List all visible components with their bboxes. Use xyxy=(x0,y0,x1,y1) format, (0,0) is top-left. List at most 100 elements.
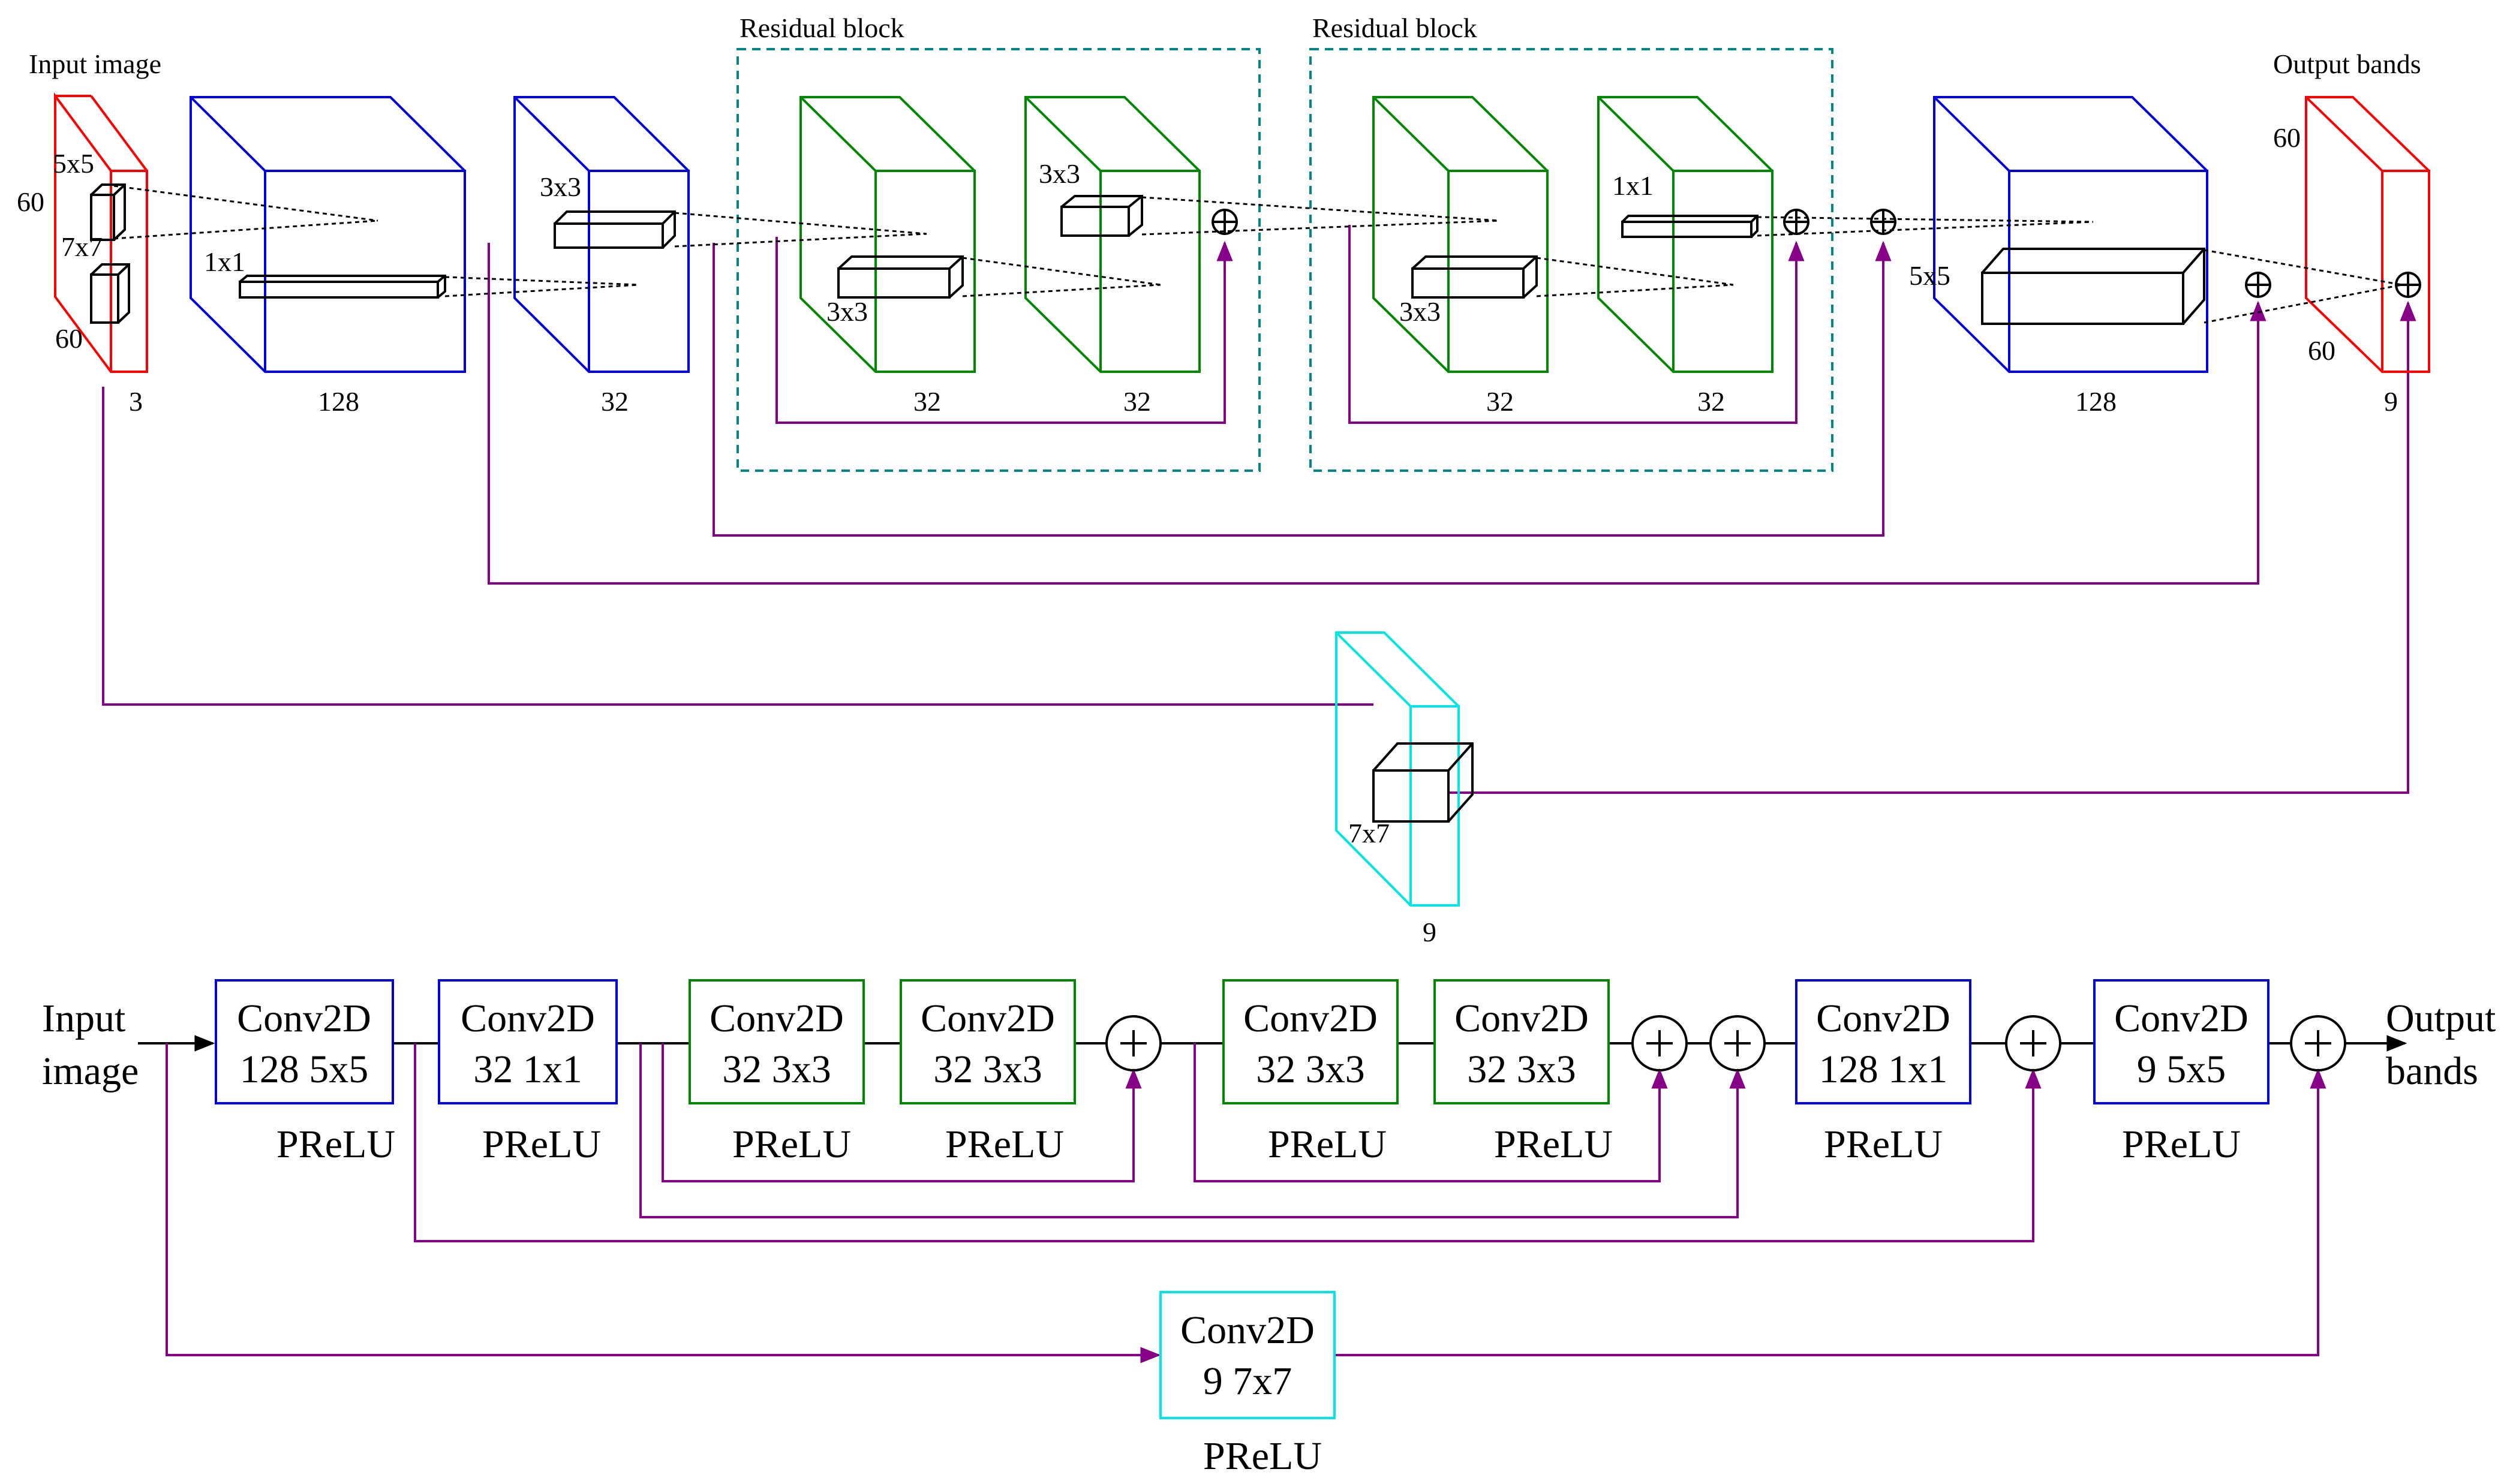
conv-block-8 xyxy=(2093,979,2269,1104)
input-width-label: 60 xyxy=(55,323,83,354)
bottom-flowchart xyxy=(138,979,2407,1419)
conv1-kernel-label: 1x1 xyxy=(204,246,245,277)
conv3-depth-label: 128 xyxy=(2075,386,2117,417)
res1-kernel-a-label: 3x3 xyxy=(826,296,868,327)
output-depth-label: 9 xyxy=(2384,386,2398,417)
conv-block-5 xyxy=(1222,979,1399,1104)
skip-volume xyxy=(1335,631,1460,907)
block-2-activation: PReLU xyxy=(482,1122,601,1166)
input-title: Input image xyxy=(29,49,161,79)
input-label-line2: image xyxy=(42,1049,139,1093)
block-5-line2: 32 3x3 xyxy=(1256,1047,1365,1091)
conv3-volume xyxy=(1933,96,2208,373)
block-3-line2: 32 3x3 xyxy=(722,1047,831,1091)
sum-node xyxy=(1212,209,1238,235)
residual-block-1-frame xyxy=(737,48,1261,472)
sum-node xyxy=(2245,272,2271,298)
conv1-volume xyxy=(190,96,466,373)
block-7-line1: Conv2D xyxy=(1816,997,1950,1040)
sum-node xyxy=(1870,209,1896,235)
output-volume xyxy=(2305,96,2430,373)
res1-volume-b xyxy=(1024,96,1201,373)
sum-node xyxy=(1105,1015,1162,1071)
conv1-depth-label: 128 xyxy=(318,386,359,417)
res1-kernel-b xyxy=(1060,195,1143,237)
res1-depth-a-label: 32 xyxy=(913,386,941,417)
receptive-field-lines xyxy=(113,185,2403,324)
sum-node xyxy=(2005,1015,2061,1071)
bottom-labels: Input image Output bands Conv2D 128 5x5 … xyxy=(42,997,2496,1478)
skip-depth-label: 9 xyxy=(1423,917,1436,947)
conv-block-6 xyxy=(1433,979,1610,1104)
skip-block-line2: 9 7x7 xyxy=(1203,1359,1292,1403)
res2-kernel-a-label: 3x3 xyxy=(1399,296,1441,327)
bottom-sum-nodes xyxy=(1105,1015,2346,1071)
output-label-line2: bands xyxy=(2386,1049,2478,1093)
block-2-line2: 32 1x1 xyxy=(473,1047,582,1091)
top-architecture xyxy=(54,48,2430,907)
block-4-activation: PReLU xyxy=(945,1122,1064,1166)
res1-depth-b-label: 32 xyxy=(1123,386,1151,417)
output-label-line1: Output xyxy=(2386,997,2496,1040)
block-3-activation: PReLU xyxy=(732,1122,851,1166)
conv-block-skip xyxy=(1159,1291,1336,1419)
output-title: Output bands xyxy=(2273,49,2421,79)
top-labels: Input image 5x5 7x7 60 60 3 1x1 128 3x3 … xyxy=(17,13,2421,947)
res1-title: Residual block xyxy=(740,13,904,43)
block-8-line2: 9 5x5 xyxy=(2137,1047,2226,1091)
res2-kernel-b-label: 1x1 xyxy=(1612,170,1654,201)
sum-node xyxy=(1631,1015,1688,1071)
top-sum-nodes xyxy=(1212,209,2421,298)
block-3-line1: Conv2D xyxy=(710,997,844,1040)
block-1-activation: PReLU xyxy=(276,1122,395,1166)
res2-volume-b xyxy=(1597,96,1773,373)
sum-node xyxy=(1709,1015,1766,1071)
block-1-line1: Conv2D xyxy=(237,997,371,1040)
block-5-activation: PReLU xyxy=(1268,1122,1387,1166)
res2-kernel-a xyxy=(1411,255,1538,299)
sum-node xyxy=(2395,272,2421,298)
block-5-line1: Conv2D xyxy=(1243,997,1378,1040)
input-kernel-5-label: 5x5 xyxy=(53,148,94,179)
block-6-line1: Conv2D xyxy=(1454,997,1589,1040)
input-volume xyxy=(54,92,148,373)
block-6-activation: PReLU xyxy=(1494,1122,1613,1166)
input-depth-label: 3 xyxy=(129,386,143,417)
conv-block-7 xyxy=(1795,979,1971,1104)
skip-block-activation: PReLU xyxy=(1203,1434,1322,1478)
block-7-line2: 128 1x1 xyxy=(1819,1047,1948,1091)
block-1-line2: 128 5x5 xyxy=(240,1047,369,1091)
conv-block-4 xyxy=(900,979,1076,1104)
res2-depth-b-label: 32 xyxy=(1697,386,1725,417)
res2-volume-a xyxy=(1372,96,1549,373)
block-6-line2: 32 3x3 xyxy=(1467,1047,1576,1091)
output-height-label: 60 xyxy=(2273,122,2301,153)
block-8-activation: PReLU xyxy=(2122,1122,2241,1166)
skip-block-line1: Conv2D xyxy=(1180,1308,1315,1352)
conv3-kernel-label: 5x5 xyxy=(1909,260,1950,291)
conv1-kernel xyxy=(239,275,446,299)
res2-title: Residual block xyxy=(1312,13,1477,43)
conv2-kernel-label: 3x3 xyxy=(540,171,581,202)
input-height-label: 60 xyxy=(17,186,44,217)
res1-volume-a xyxy=(799,96,976,373)
conv-block-1 xyxy=(215,979,394,1104)
block-4-line1: Conv2D xyxy=(921,997,1055,1040)
skip-kernel xyxy=(1372,742,1474,823)
block-4-line2: 32 3x3 xyxy=(933,1047,1042,1091)
conv2-kernel xyxy=(554,210,676,249)
conv2-depth-label: 32 xyxy=(601,386,629,417)
block-2-line1: Conv2D xyxy=(461,997,595,1040)
conv2-volume xyxy=(513,96,690,373)
res1-kernel-b-label: 3x3 xyxy=(1039,158,1080,189)
input-kernel-7-label: 7x7 xyxy=(61,231,103,262)
residual-block-2-frame xyxy=(1309,48,1833,472)
block-8-line1: Conv2D xyxy=(2114,997,2249,1040)
input-label-line1: Input xyxy=(42,997,125,1040)
bottom-skip-connections xyxy=(166,1043,2326,1363)
conv-block-3 xyxy=(689,979,865,1104)
skip-kernel-label: 7x7 xyxy=(1348,818,1390,848)
sum-node xyxy=(2290,1015,2346,1071)
res2-depth-a-label: 32 xyxy=(1486,386,1514,417)
